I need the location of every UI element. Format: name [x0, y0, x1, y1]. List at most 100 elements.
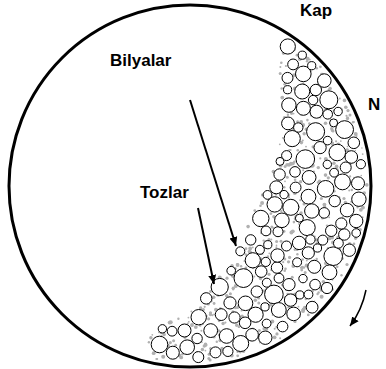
powder-dot [155, 358, 157, 360]
ball [348, 137, 360, 149]
powder-dot [172, 339, 175, 342]
ball [236, 247, 245, 256]
powder-dot [284, 180, 286, 182]
powder-dot [317, 291, 319, 293]
ball [264, 241, 272, 249]
powder-dot [279, 337, 281, 339]
powder-dot [293, 161, 296, 164]
ball [263, 191, 272, 200]
powder-dot [319, 65, 322, 68]
powder-dot [246, 225, 250, 229]
powder-dot [248, 247, 252, 251]
powder-dot [320, 197, 323, 200]
powder-dot [225, 277, 228, 280]
powder-dot [257, 302, 260, 305]
ball [224, 297, 236, 309]
ball [180, 340, 195, 355]
powder-dot [361, 147, 363, 149]
part-label: Bilyalar [110, 52, 171, 71]
powder-dot [236, 263, 240, 267]
powder-dot [297, 149, 300, 152]
powder-dot [306, 60, 309, 63]
ball [308, 260, 321, 273]
ball [306, 301, 318, 313]
ball [284, 86, 292, 94]
powder-dot [306, 119, 309, 122]
ball [273, 227, 283, 237]
powder-dot [336, 266, 338, 268]
powder-dot [267, 273, 270, 276]
powder-dot [221, 322, 224, 325]
ball [223, 346, 233, 356]
ball [284, 131, 300, 147]
powder-dot [335, 140, 337, 142]
powder-dot [263, 239, 265, 241]
ball [178, 324, 191, 337]
ball [318, 74, 332, 88]
ball [261, 257, 270, 266]
powder-dot [300, 269, 303, 272]
ball [288, 59, 299, 70]
powder-dot [340, 274, 342, 276]
powder-dot [295, 321, 297, 323]
powder-dot [240, 265, 242, 267]
ball [283, 279, 295, 291]
powder-dot [271, 239, 273, 241]
powder-dot [148, 341, 150, 343]
ball [306, 235, 315, 244]
powder-dot [273, 335, 277, 339]
ball [296, 101, 310, 115]
ball [276, 157, 284, 165]
powder-dot [323, 203, 327, 207]
ball [261, 303, 269, 311]
powder-dot [260, 201, 264, 205]
powder-dot [355, 150, 357, 152]
ball [234, 269, 253, 288]
ball [334, 107, 342, 115]
ball [310, 279, 321, 290]
leader-line [198, 208, 214, 284]
ball [295, 84, 310, 99]
ball [301, 189, 316, 204]
ball [319, 208, 330, 219]
powder-dot [287, 114, 289, 116]
ball [320, 91, 338, 109]
powder-dot [161, 355, 165, 359]
ball [322, 265, 337, 280]
ball [292, 236, 305, 249]
powder-dot [354, 132, 358, 136]
powder-dot [328, 89, 330, 91]
powder-dot [317, 166, 320, 169]
powder-dot [253, 275, 255, 277]
ball [304, 290, 313, 299]
powder-dot [190, 311, 192, 313]
ball [283, 199, 299, 215]
ball [280, 190, 288, 198]
powder-dot [330, 127, 333, 130]
rotation-arrow [350, 290, 366, 326]
ball [282, 241, 292, 251]
powder-dot [275, 246, 277, 248]
powder-dot [169, 341, 172, 344]
powder-dot [327, 176, 330, 179]
powder-dot [289, 162, 292, 165]
container-circle [9, 5, 371, 367]
ball [340, 203, 354, 217]
leader-line [190, 100, 236, 246]
ball [193, 352, 204, 363]
powder-dot [345, 115, 347, 117]
powder-dot [252, 247, 254, 249]
powder-dot [306, 260, 308, 262]
powder-dot [335, 165, 339, 169]
part-label: Tozlar [140, 184, 189, 203]
powder-dot [288, 149, 290, 151]
powder-dot [307, 314, 310, 317]
ball [251, 286, 262, 297]
ball [290, 182, 301, 193]
powder-dot [156, 358, 158, 360]
ball [302, 247, 314, 259]
powder-dot [280, 87, 283, 90]
powder-dot [229, 292, 232, 295]
powder-dot [280, 240, 283, 243]
ball [290, 167, 301, 178]
